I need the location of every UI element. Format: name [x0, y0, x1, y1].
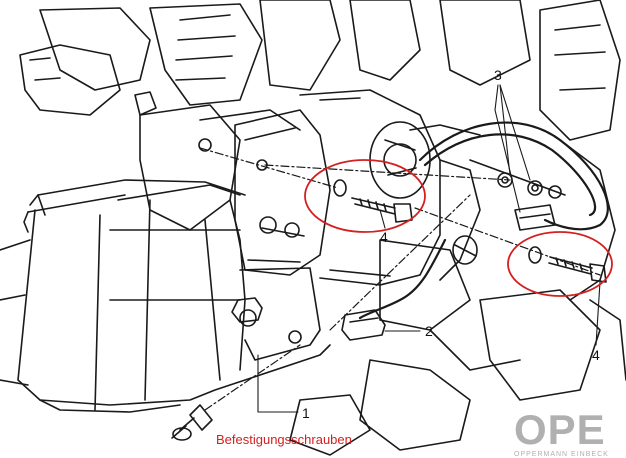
- connector-2: [341, 309, 386, 341]
- watermark-oppermann: OPPERMANN EINBECK: [514, 451, 609, 458]
- solenoid: [17, 179, 331, 413]
- callout-4-left: 4: [380, 229, 388, 245]
- watermark-logo: OPE OPPERMANN EINBECK: [514, 406, 609, 458]
- connector-3: [514, 204, 556, 231]
- callout-3: 3: [494, 67, 502, 83]
- leader-lines: [257, 84, 601, 413]
- mounting-flange: [234, 109, 331, 276]
- wiring-harness: [358, 121, 609, 320]
- callout-2: 2: [425, 323, 433, 339]
- callout-4-right: 4: [592, 347, 600, 363]
- callout-1: 1: [302, 405, 310, 421]
- highlight-circle-left: [304, 159, 426, 233]
- alignment-lines: [199, 147, 601, 411]
- caption-befestigungsschrauben: Befestigungsschrauben: [216, 432, 352, 447]
- bolt-4-left: [333, 179, 413, 223]
- bolt-4-right: [528, 246, 607, 283]
- watermark-ope: OPE: [514, 406, 606, 453]
- bolt-1: [171, 404, 213, 441]
- highlight-circle-right: [507, 231, 613, 297]
